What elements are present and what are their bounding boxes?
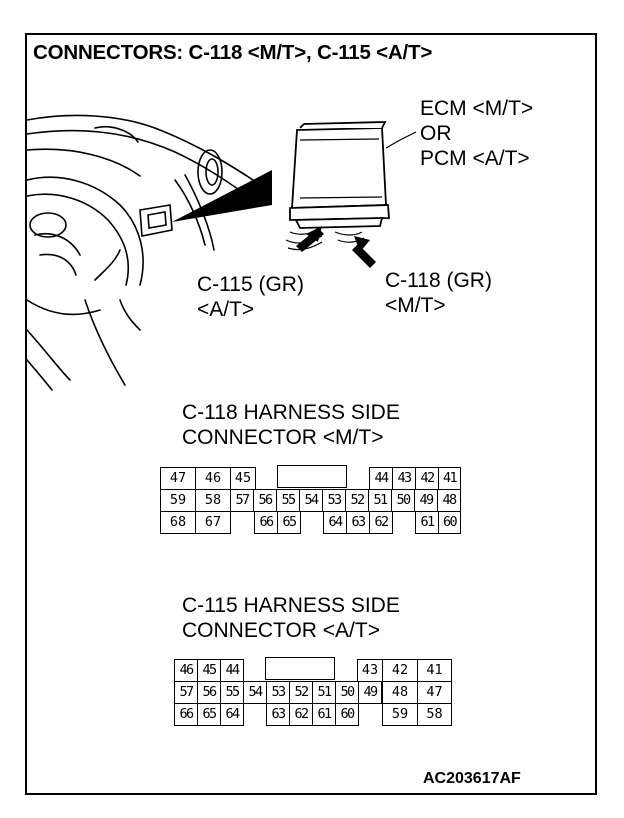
c115-pin: 52 [289, 681, 313, 704]
c118-pin: 48 [437, 489, 461, 512]
c115-pin: 57 [174, 681, 198, 704]
c118-callout-line-2: <M/T> [385, 294, 446, 317]
c118-pin: 64 [323, 511, 347, 534]
c115-pin: 63 [266, 703, 290, 726]
c115-pin: 43 [357, 659, 383, 682]
c118-pin: 55 [276, 489, 300, 512]
c115-pin: 48 [382, 681, 418, 704]
c115-pin: 47 [417, 681, 452, 704]
c118-pin: 54 [299, 489, 323, 512]
ecm-label-line-3: PCM <A/T> [420, 147, 530, 170]
c118-pin: 63 [346, 511, 370, 534]
c118-pin: 50 [391, 489, 415, 512]
c118-pin: 51 [368, 489, 392, 512]
c118-pin: 60 [438, 511, 461, 534]
c115-heading-line-2: CONNECTOR <A/T> [182, 619, 380, 642]
c118-callout-line-1: C-118 (GR) [385, 269, 492, 292]
c118-pin: 43 [392, 467, 416, 490]
c115-pin: 65 [197, 703, 221, 726]
c115-pin: 44 [220, 659, 244, 682]
c118-pin: 53 [322, 489, 346, 512]
c115-pin: 46 [174, 659, 198, 682]
c118-key-slot [277, 465, 347, 488]
c118-pin: 46 [195, 467, 231, 490]
c115-pin: 60 [335, 703, 359, 726]
c115-pin: 45 [197, 659, 221, 682]
c118-pin: 56 [253, 489, 277, 512]
c115-pin: 55 [220, 681, 244, 704]
c115-pin: 49 [358, 681, 382, 704]
c118-pin: 42 [415, 467, 439, 490]
c118-pin: 57 [230, 489, 254, 512]
c118-pin: 62 [369, 511, 393, 534]
c118-pin: 52 [345, 489, 369, 512]
c118-pin: 59 [160, 489, 196, 512]
c118-pin: 44 [369, 467, 393, 490]
c115-pin: 42 [382, 659, 418, 682]
c115-pin: 66 [174, 703, 198, 726]
c115-pin: 56 [197, 681, 221, 704]
c118-pin: 45 [230, 467, 256, 490]
ecm-label-line-1: ECM <M/T> [420, 97, 534, 120]
c115-pin: 64 [220, 703, 244, 726]
c118-pin: 47 [160, 467, 196, 490]
c118-pin: 58 [195, 489, 231, 512]
c115-pin: 54 [243, 681, 267, 704]
c118-pin: 66 [254, 511, 278, 534]
c115-pin: 59 [382, 703, 418, 726]
figure-code: AC203617AF [423, 770, 521, 787]
c115-pin: 58 [417, 703, 452, 726]
c118-pin: 65 [277, 511, 301, 534]
figure-title: CONNECTORS: C-118 <M/T>, C-115 <A/T> [33, 41, 433, 64]
c115-callout-line-1: C-115 (GR) [197, 273, 304, 296]
c118-pin: 68 [160, 511, 196, 534]
c118-pin: 41 [438, 467, 461, 490]
c115-pin: 61 [312, 703, 336, 726]
c115-pin: 62 [289, 703, 313, 726]
c115-callout-line-2: <A/T> [197, 298, 255, 321]
ecm-label-line-2: OR [420, 122, 452, 145]
c118-pin: 67 [195, 511, 231, 534]
c118-heading-line-1: C-118 HARNESS SIDE [182, 401, 400, 424]
c115-key-slot [265, 657, 335, 680]
c115-pin: 51 [312, 681, 336, 704]
figure-frame [25, 33, 597, 795]
c118-heading-line-2: CONNECTOR <M/T> [182, 426, 384, 449]
c115-pin: 53 [266, 681, 290, 704]
c115-heading-line-1: C-115 HARNESS SIDE [182, 594, 400, 617]
c115-pin: 50 [335, 681, 359, 704]
c115-pin: 41 [417, 659, 452, 682]
c118-pin: 61 [415, 511, 439, 534]
c118-pin: 49 [414, 489, 438, 512]
